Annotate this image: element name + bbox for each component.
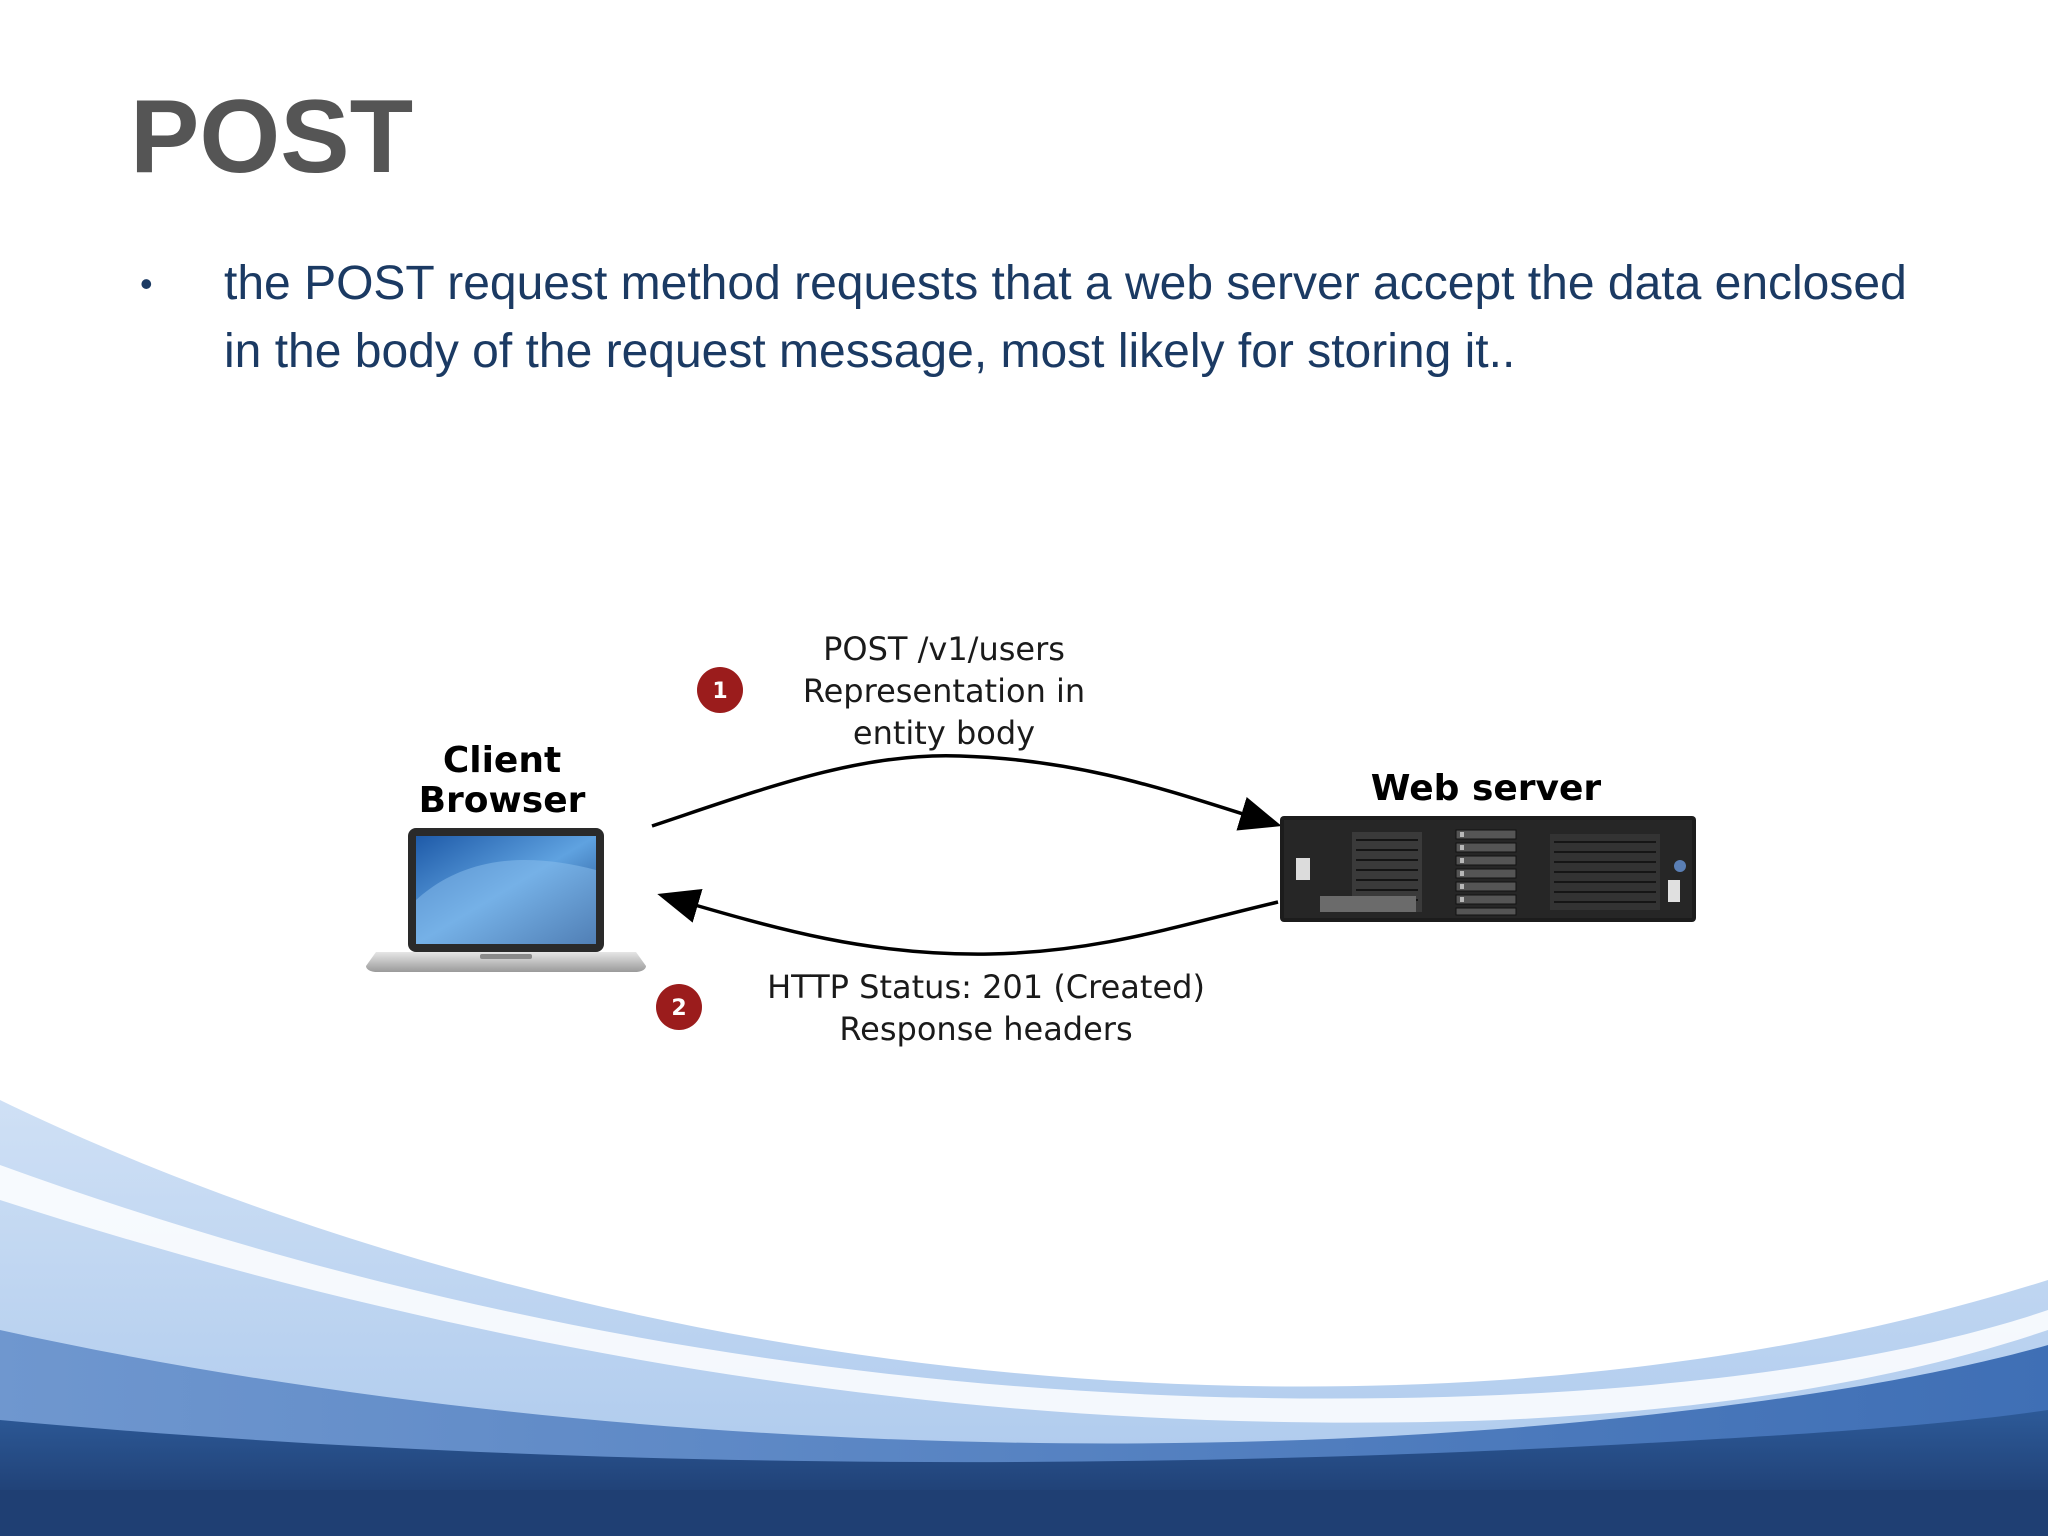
step-badge-1: 1 (697, 667, 743, 713)
request-line2: Representation in (803, 672, 1085, 710)
request-line1: POST /v1/users (823, 630, 1065, 668)
step-number-1: 1 (712, 679, 727, 704)
step-badge-2: 2 (656, 984, 702, 1030)
client-label-line2: Browser (419, 780, 586, 821)
wave-white (0, 1165, 2048, 1423)
bullet-text: the POST request method requests that a … (224, 257, 1907, 378)
slide-title: POST (130, 79, 414, 195)
server-icon (1280, 816, 1696, 922)
bullet-item: • the POST request method requests that … (140, 250, 1940, 386)
response-line2: Response headers (839, 1010, 1132, 1048)
request-line3: entity body (853, 714, 1035, 752)
client-label-line1: Client (443, 740, 561, 781)
wave-base (0, 1490, 2048, 1536)
response-arrow (657, 889, 1279, 956)
response-line1: HTTP Status: 201 (Created) (767, 968, 1205, 1006)
bullet-dot: • (140, 263, 153, 304)
request-arrow (651, 753, 1282, 831)
bullet-list: • the POST request method requests that … (140, 250, 1940, 386)
server-label: Web server (1371, 768, 1602, 809)
laptop-icon (366, 828, 646, 972)
step-number-2: 2 (671, 996, 686, 1021)
